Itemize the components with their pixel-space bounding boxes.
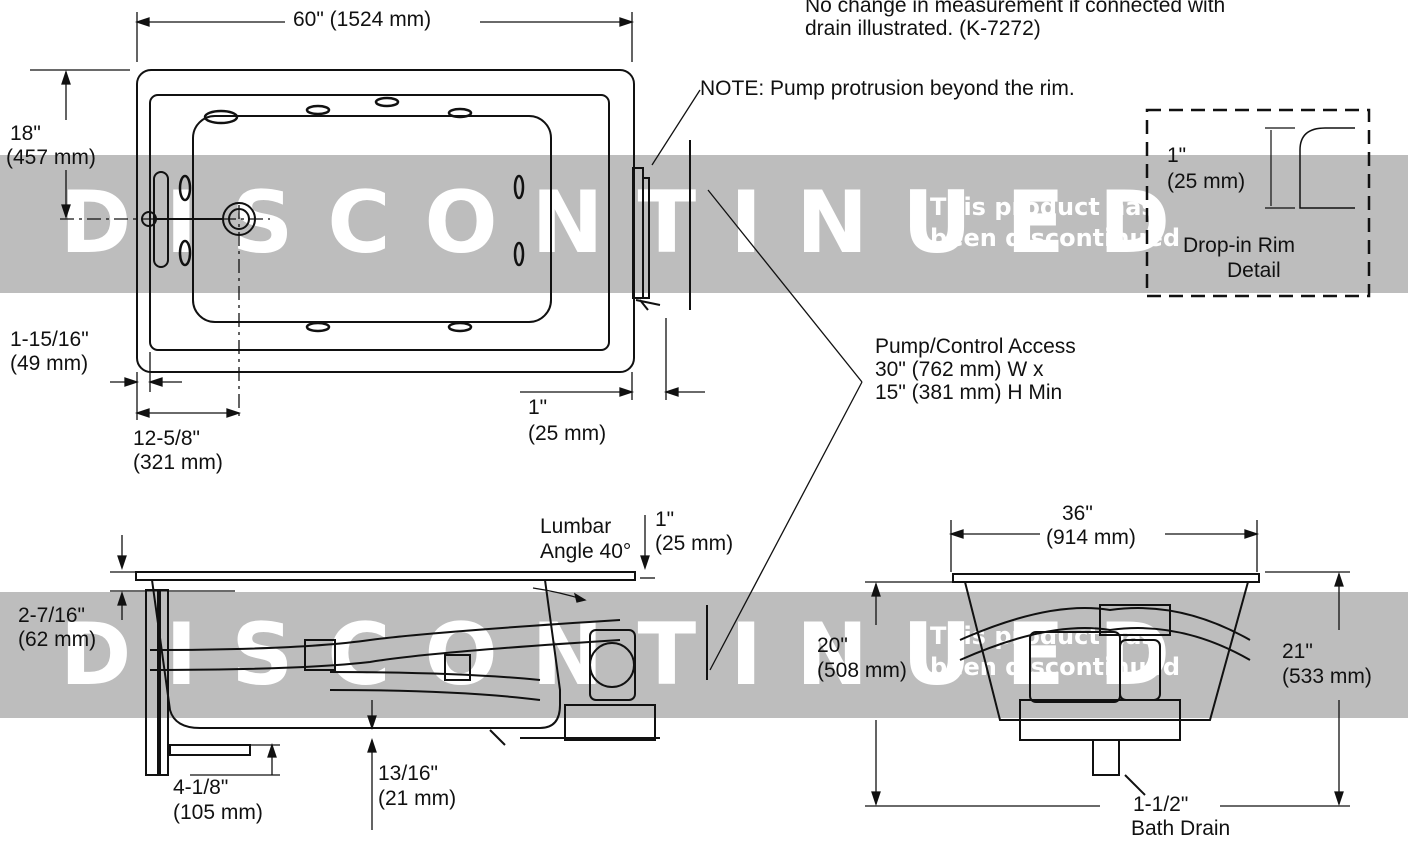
rim-thickness-mm: (25 mm) (655, 532, 734, 555)
watermark-banner-top (0, 155, 1408, 293)
watermark-word-bottom: DISCONTINUED (60, 605, 1205, 705)
drain-offset-mm: (321 mm) (133, 451, 223, 474)
overflow-height-inches: 2-7/16" (18, 604, 85, 627)
height-20-mm: (508 mm) (817, 659, 907, 682)
bath-drain-label: Bath Drain (1131, 817, 1231, 840)
side-view-tub (135, 571, 660, 776)
floor-clearance-mm: (21 mm) (378, 787, 457, 810)
side-view-dimensions (110, 515, 655, 830)
tub-depth-inches: 18" (10, 122, 41, 145)
access-panel-lines (689, 140, 863, 680)
rim-detail-title-2: Detail (1227, 259, 1281, 282)
rim-detail-title-1: Drop-in Rim (1183, 234, 1296, 257)
lumbar-label: Lumbar (540, 515, 612, 538)
drain-drop-mm: (105 mm) (173, 801, 263, 824)
bath-drain-size: 1-1/2" (1133, 793, 1189, 816)
overflow-height-mm: (62 mm) (18, 628, 97, 651)
rim-thickness-inches: 1" (655, 508, 675, 531)
drain-note-line-1: No change in measurement if connected wi… (805, 0, 1226, 17)
watermark-text-bottom-2: been discontinued (930, 653, 1180, 681)
watermark-word-top: DISCONTINUED (60, 173, 1205, 273)
height-20-inches: 20" (817, 634, 848, 657)
end-width-inches: 36" (1062, 502, 1093, 525)
access-note-line-2: 30" (762 mm) W x (875, 358, 1044, 381)
height-21-mm: (533 mm) (1282, 665, 1372, 688)
pump-protrusion-note: NOTE: Pump protrusion beyond the rim. (700, 77, 1075, 100)
height-21-inches: 21" (1282, 640, 1313, 663)
right-offset-inches: 1" (528, 396, 548, 419)
tub-depth-mm: (457 mm) (6, 146, 96, 169)
access-note-line-1: Pump/Control Access (875, 335, 1076, 358)
end-width-mm: (914 mm) (1046, 526, 1136, 549)
rim-detail-dim-mm: (25 mm) (1167, 170, 1246, 193)
access-note-line-3: 15" (381 mm) H Min (875, 381, 1063, 404)
top-view-dimensions (30, 12, 705, 420)
end-view-dimensions (865, 520, 1350, 807)
right-offset-mm: (25 mm) (528, 422, 607, 445)
end-view-tub (952, 573, 1260, 796)
drain-note-line-2: drain illustrated. (K-7272) (805, 17, 1041, 40)
left-offset-inches: 1-15/16" (10, 328, 89, 351)
floor-clearance-inches: 13/16" (378, 762, 439, 785)
top-view-tub (136, 69, 661, 373)
drain-drop-inches: 4-1/8" (173, 776, 229, 799)
drain-offset-inches: 12-5/8" (133, 427, 200, 450)
rim-detail-dim-inches: 1" (1167, 144, 1187, 167)
lumbar-angle-label: Angle 40° (540, 540, 632, 563)
left-offset-mm: (49 mm) (10, 352, 89, 375)
tub-width-dimension: 60" (1524 mm) (293, 8, 432, 31)
watermark-text-top-2: been discontinued (930, 224, 1180, 252)
watermark-banner-bottom (0, 592, 1408, 718)
rim-detail-frame (1145, 108, 1371, 298)
